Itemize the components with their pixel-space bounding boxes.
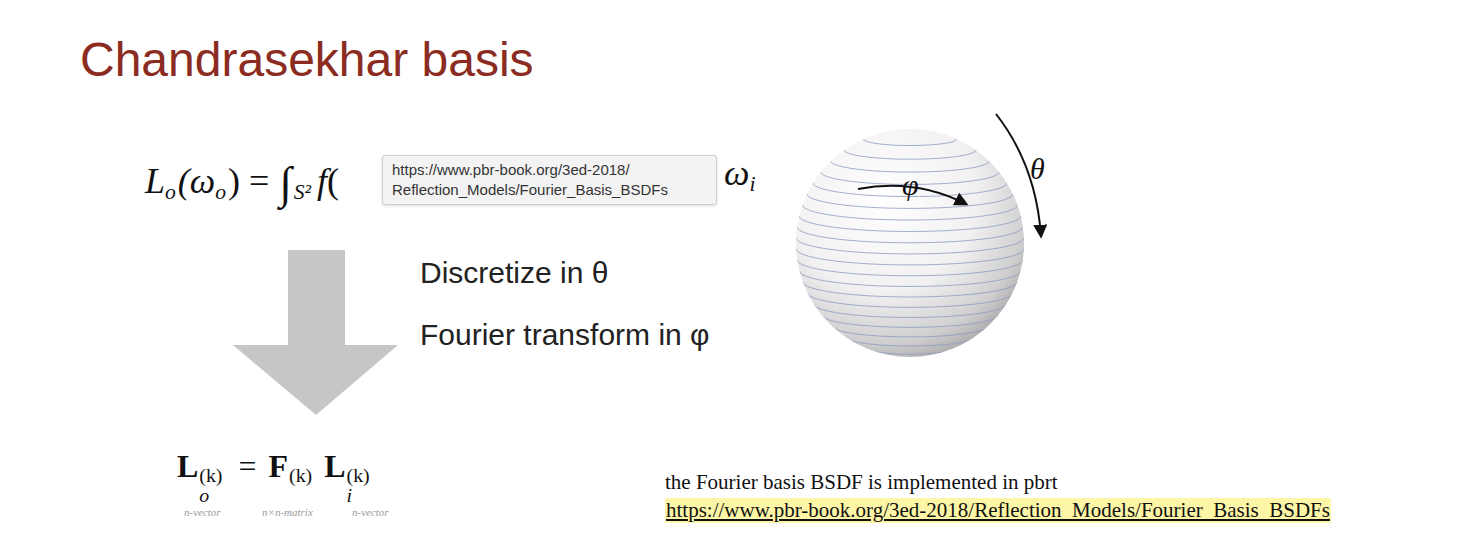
latitude-line: [863, 139, 956, 146]
slide-title: Chandrasekhar basis: [80, 32, 1458, 87]
dimension-note: n-vector: [184, 506, 221, 518]
latitude-line: [799, 271, 1020, 286]
latitude-line: [866, 348, 955, 354]
equation: L(k)o=F(k) L(k)i: [177, 448, 374, 501]
subscript: i: [347, 486, 353, 506]
note-text: the Fourier basis BSDF is implemented in…: [665, 470, 1058, 495]
latitude-line: [814, 304, 1007, 317]
latitude-line: [832, 326, 988, 337]
step-text: Fourier transform in φ: [420, 318, 710, 352]
dimension-note: n×n-matrix: [262, 506, 313, 518]
spacer: [289, 486, 294, 506]
superscript: (k): [199, 466, 222, 486]
math-symbol: f: [317, 160, 327, 202]
subscript: o: [199, 486, 209, 506]
tooltip-text: https://www.pbr-book.org/3ed-2018/ Refle…: [392, 160, 707, 200]
down-arrow-shape: [233, 250, 398, 415]
math-symbol: =: [238, 448, 256, 485]
latitude-line: [797, 227, 1023, 243]
math-symbol: o: [215, 180, 226, 205]
latitude-line: [844, 150, 976, 159]
step-text: Discretize in θ: [420, 256, 608, 290]
math-symbol: S²: [294, 180, 311, 205]
equation: ωi: [724, 152, 757, 194]
latitude-line: [803, 205, 1018, 220]
script-stack: (k): [289, 466, 312, 506]
equation: Lo(ωo) =∫S²f(: [145, 152, 339, 204]
math-symbol: L: [145, 160, 165, 202]
superscript: (k): [347, 466, 370, 486]
script-stack: (k)o: [199, 466, 222, 506]
math-symbol: F: [269, 448, 289, 485]
angle-label: φ: [902, 168, 919, 202]
math-symbol: (: [327, 160, 339, 202]
latitude-line: [846, 337, 975, 346]
latitude-line: [796, 238, 1024, 254]
latitude-line: [796, 249, 1024, 265]
latitude-line: [797, 260, 1022, 276]
sphere-body: [796, 129, 1024, 357]
link-text: https://www.pbr-book.org/3ed-2018/Reflec…: [665, 498, 1331, 523]
math-symbol: i: [749, 172, 755, 197]
latitude-line: [799, 216, 1021, 231]
superscript: (k): [289, 466, 312, 486]
tooltip-box: https://www.pbr-book.org/3ed-2018/ Refle…: [382, 155, 717, 205]
dimension-note: n-vector: [352, 506, 389, 518]
math-symbol: o: [165, 180, 176, 205]
math-symbol: (ω: [178, 160, 215, 202]
math-symbol: ω: [724, 152, 749, 194]
latitude-line: [803, 282, 1017, 297]
script-stack: (k)i: [347, 466, 370, 506]
math-symbol: ) =: [228, 160, 269, 202]
math-symbol: L: [177, 448, 198, 485]
angle-label: θ: [1030, 152, 1045, 186]
math-symbol: L: [324, 448, 345, 485]
latitude-line: [822, 315, 999, 327]
latitude-line: [808, 293, 1013, 307]
math-symbol: ∫: [279, 157, 291, 209]
